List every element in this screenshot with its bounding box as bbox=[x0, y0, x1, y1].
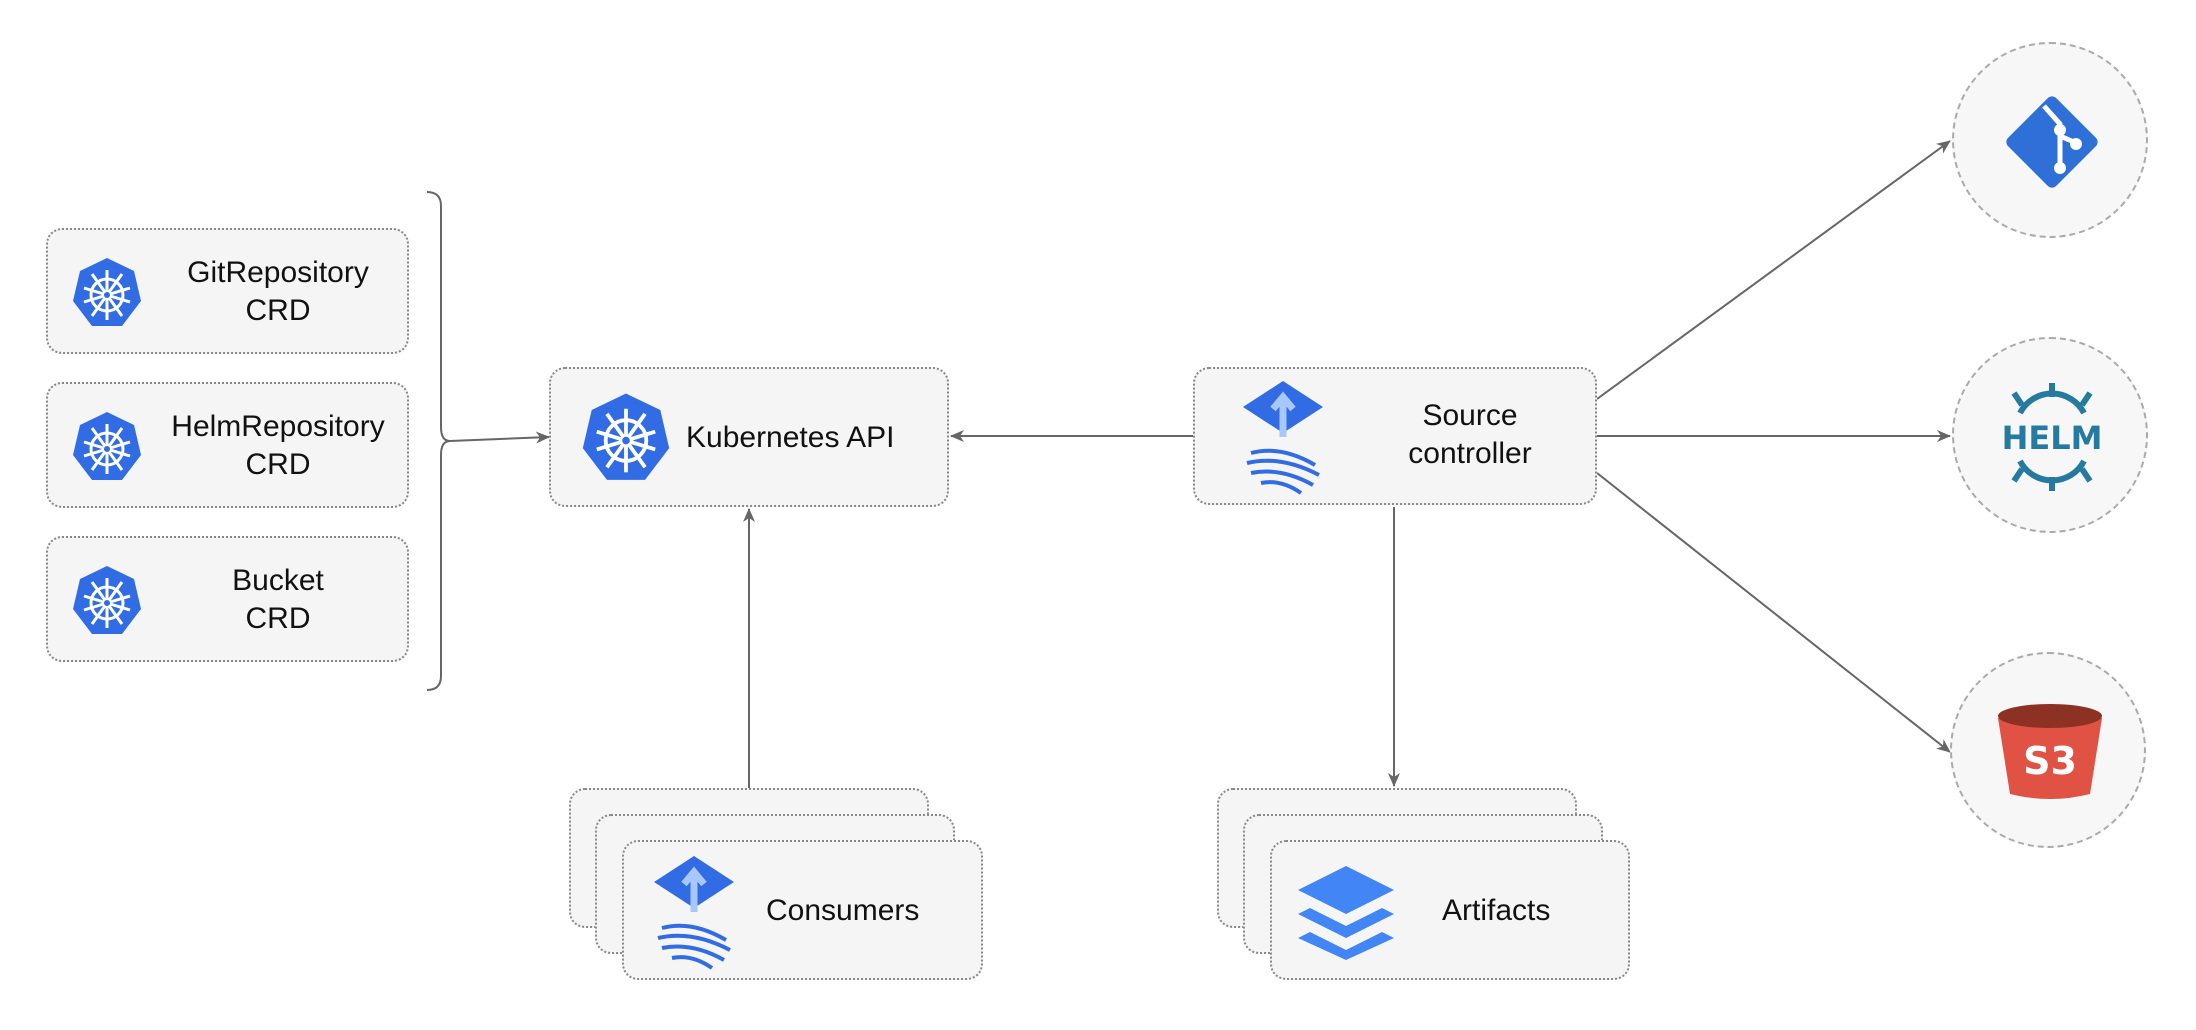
s3-source[interactable]: S3 bbox=[1950, 652, 2146, 848]
artifacts-label: Artifacts bbox=[1442, 894, 1551, 927]
flux-icon bbox=[652, 854, 736, 972]
git-icon bbox=[2006, 96, 2098, 188]
consumers-box[interactable]: Consumers bbox=[622, 840, 983, 980]
crd-brace bbox=[426, 191, 451, 691]
arrow-controller-to-git bbox=[1596, 140, 1951, 400]
kubernetes-api-box[interactable]: Kubernetes API bbox=[549, 367, 949, 507]
consumers-label: Consumers bbox=[766, 894, 920, 927]
flux-icon bbox=[1241, 379, 1325, 497]
s3-text: S3 bbox=[2023, 739, 2077, 783]
kubernetes-api-label: Kubernetes API bbox=[686, 421, 895, 454]
git-source[interactable] bbox=[1952, 42, 2148, 238]
helm-icon: HELM bbox=[2002, 383, 2103, 491]
layers-icon bbox=[1298, 866, 1394, 960]
kubernetes-icon bbox=[71, 564, 143, 636]
kubernetes-icon bbox=[580, 391, 672, 482]
kubernetes-icon bbox=[71, 256, 143, 328]
helm-source[interactable]: HELM bbox=[1952, 337, 2148, 533]
s3-icon: S3 bbox=[1998, 704, 2102, 799]
arrow-crds-to-api bbox=[449, 431, 550, 444]
kubernetes-icon bbox=[71, 410, 143, 482]
arrow-controller-to-s3 bbox=[1596, 472, 1951, 753]
helm-text: HELM bbox=[2002, 419, 2103, 457]
artifacts-box[interactable]: Artifacts bbox=[1270, 840, 1630, 980]
